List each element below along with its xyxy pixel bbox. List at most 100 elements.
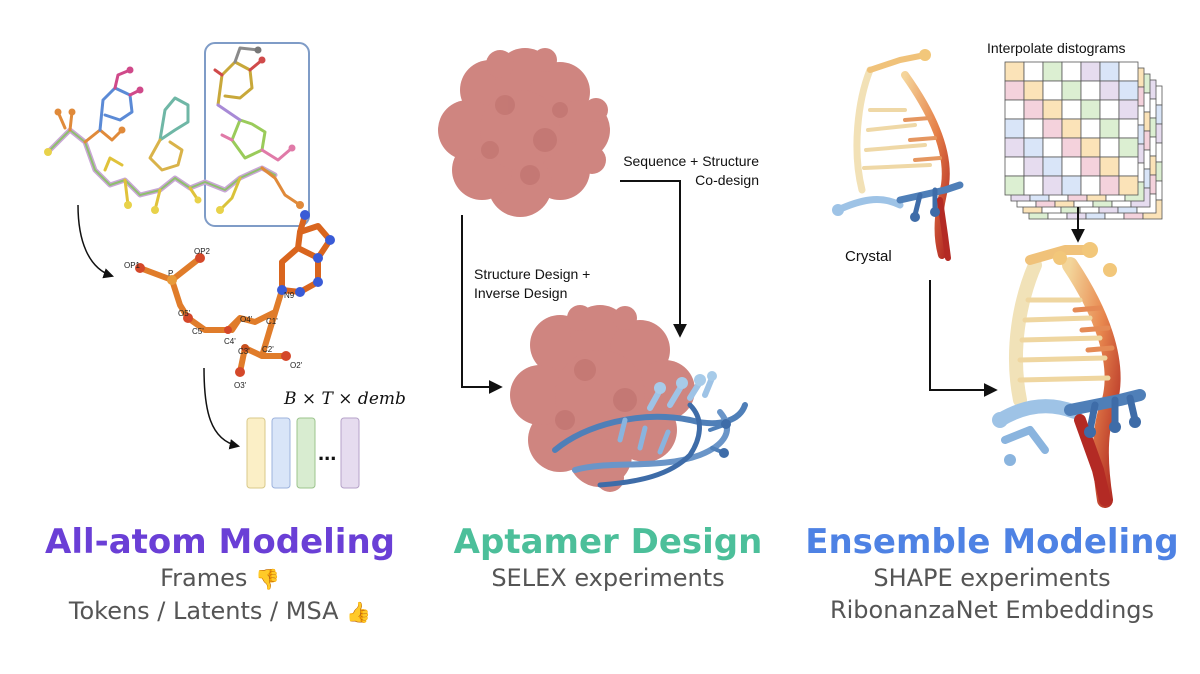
distogram-cell bbox=[1099, 175, 1120, 196]
distogram-cell bbox=[1042, 156, 1063, 177]
crystal-structure bbox=[834, 52, 964, 261]
distogram-cell bbox=[1099, 137, 1120, 158]
distogram-cell bbox=[1042, 80, 1063, 101]
distogram-cell bbox=[1118, 118, 1139, 139]
distogram-cell bbox=[1118, 99, 1139, 120]
ensemble-title: Ensemble Modeling bbox=[805, 522, 1179, 562]
atom-label-c1: C1' bbox=[266, 317, 278, 326]
embedding-token-1 bbox=[246, 417, 266, 489]
distogram-cell bbox=[1099, 156, 1120, 177]
distogram-cell bbox=[1118, 175, 1139, 196]
allatom-line-tokens-text: Tokens / Latents / MSA bbox=[68, 597, 339, 625]
target-protein-surface bbox=[438, 48, 610, 217]
codesign-label-line1: Sequence + Structure bbox=[623, 153, 759, 169]
distogram-cell bbox=[1004, 80, 1025, 101]
distogram-cell bbox=[1023, 175, 1044, 196]
ensemble-bases bbox=[992, 242, 1141, 466]
atom-label-o5: O5' bbox=[178, 309, 191, 318]
distogram-label: Interpolate distograms bbox=[987, 40, 1126, 56]
thumbs-down-icon: 👎 bbox=[255, 567, 280, 591]
distogram-cell bbox=[1080, 137, 1101, 158]
allatom-line-tokens: Tokens / Latents / MSA 👍 bbox=[20, 595, 420, 628]
distogram-cell bbox=[1099, 61, 1120, 82]
embedding-token-2 bbox=[271, 417, 291, 489]
distogram-cell bbox=[1080, 156, 1101, 177]
arrow-codesign bbox=[620, 180, 687, 338]
atom-label-o4: O4' bbox=[240, 315, 253, 324]
allatom-title: All-atom Modeling bbox=[45, 522, 395, 562]
tensor-shape-label: B × T × demb bbox=[283, 389, 406, 409]
allatom-line-frames: Frames 👎 bbox=[20, 562, 420, 595]
complex-shading bbox=[555, 359, 637, 430]
distogram-cell bbox=[1004, 61, 1025, 82]
ensemble-structure bbox=[993, 245, 1146, 508]
arrow-inverse-design bbox=[461, 215, 503, 394]
arrow-crystal-to-ensemble bbox=[929, 280, 998, 397]
atom-label-c3: C3' bbox=[238, 347, 250, 356]
aptamer-title: Aptamer Design bbox=[453, 522, 763, 562]
embedding-ellipsis: ... bbox=[318, 440, 336, 465]
arrow-to-nucleotide bbox=[77, 204, 114, 279]
distogram-cell bbox=[1023, 118, 1044, 139]
distogram-cell bbox=[1023, 137, 1044, 158]
distogram-cell bbox=[1080, 118, 1101, 139]
distogram-cell bbox=[1004, 175, 1025, 196]
aptamer-subtitle: SELEX experiments bbox=[491, 564, 725, 592]
distogram-cell bbox=[1023, 61, 1044, 82]
distogram-cell bbox=[1061, 156, 1082, 177]
atom-label-n9: N9 bbox=[284, 291, 295, 300]
distogram-cell bbox=[1080, 175, 1101, 196]
ensemble-caption: Ensemble Modeling SHAPE experiments Ribo… bbox=[792, 522, 1192, 626]
atom-label-c5: C5' bbox=[192, 327, 204, 336]
atom-label-op2: OP2 bbox=[194, 247, 211, 256]
distogram-cell bbox=[1042, 61, 1063, 82]
inverse-label-line2: Inverse Design bbox=[474, 285, 567, 301]
rna-fragment-atoms bbox=[44, 46, 304, 214]
distogram-cell bbox=[1004, 137, 1025, 158]
rna-fragment-molecule bbox=[45, 46, 302, 212]
atom-label-op1: OP1 bbox=[124, 261, 141, 270]
allatom-caption: All-atom Modeling Frames 👎 Tokens / Late… bbox=[20, 522, 420, 628]
atom-label-c4: C4' bbox=[224, 337, 236, 346]
distogram-stack bbox=[1004, 61, 1163, 220]
distogram-cell bbox=[1118, 156, 1139, 177]
distogram-cell bbox=[1061, 175, 1082, 196]
atom-label-c2: C2' bbox=[262, 345, 274, 354]
crystal-label: Crystal bbox=[845, 248, 892, 265]
distogram-cell bbox=[1042, 137, 1063, 158]
distogram-cell bbox=[1118, 61, 1139, 82]
atom-label-o2: O2' bbox=[290, 361, 303, 370]
distogram-cell bbox=[1023, 156, 1044, 177]
distogram-cell bbox=[1042, 118, 1063, 139]
distogram-cell bbox=[1004, 118, 1025, 139]
distogram-cell bbox=[1099, 118, 1120, 139]
distogram-cell bbox=[1118, 137, 1139, 158]
embedding-tokens: ... bbox=[246, 417, 360, 489]
distogram-cell bbox=[1061, 118, 1082, 139]
distogram-cell bbox=[1080, 80, 1101, 101]
distogram-cell bbox=[1061, 61, 1082, 82]
arrow-to-embeddings bbox=[203, 367, 241, 450]
embedding-token-3 bbox=[296, 417, 316, 489]
codesign-label-line2: Co-design bbox=[695, 172, 759, 188]
inverse-label-line1: Structure Design + bbox=[474, 266, 590, 282]
aptamer-rna bbox=[552, 375, 748, 488]
distogram-cell bbox=[1080, 61, 1101, 82]
distogram-cell bbox=[1023, 80, 1044, 101]
ensemble-subtitle-2: RibonanzaNet Embeddings bbox=[829, 596, 1155, 624]
distogram-cell bbox=[1023, 99, 1044, 120]
allatom-panel: OP1 P OP2 O5' C5' O4' C1' C4' C3' C2' O2… bbox=[44, 42, 406, 489]
aptamer-panel: Sequence + Structure Co-design Structure… bbox=[438, 48, 759, 492]
crystal-bases bbox=[832, 49, 940, 222]
distogram-cell bbox=[1004, 156, 1025, 177]
aptamer-caption: Aptamer Design SELEX experiments bbox=[408, 522, 808, 594]
atom-label-o3: O3' bbox=[234, 381, 247, 390]
atom-label-p: P bbox=[168, 269, 173, 278]
atom-labels: OP1 P OP2 O5' C5' O4' C1' C4' C3' C2' O2… bbox=[124, 247, 303, 390]
distogram-cell bbox=[1061, 80, 1082, 101]
nucleotide-highlight-box bbox=[204, 42, 310, 227]
distogram-cell bbox=[1004, 99, 1025, 120]
distogram-cell bbox=[1099, 99, 1120, 120]
allatom-line-frames-text: Frames bbox=[160, 564, 248, 592]
